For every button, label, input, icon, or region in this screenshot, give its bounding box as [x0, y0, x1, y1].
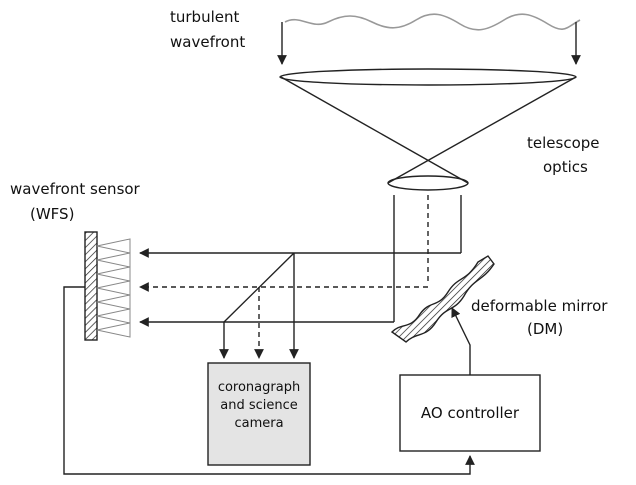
wfs-plate: [84, 231, 98, 341]
label-dm-line1: deformable mirror: [471, 297, 608, 315]
label-camera-line1: coronagraph: [218, 380, 300, 395]
wfs-lenslet-array: [96, 238, 131, 338]
label-optics: optics: [543, 158, 588, 176]
label-ao-controller: AO controller: [421, 404, 520, 422]
deformable-mirror: [390, 255, 495, 343]
label-wfs-line1: wavefront sensor: [10, 180, 141, 198]
label-camera-line2: and science: [220, 398, 298, 413]
label-wfs-line2: (WFS): [30, 205, 74, 223]
label-wavefront: wavefront: [170, 33, 245, 51]
secondary-lens: [387, 175, 469, 191]
label-telescope: telescope: [527, 134, 600, 152]
light-cone-left: [280, 76, 469, 184]
controller-to-dm-arrow: [451, 307, 471, 375]
label-dm-line2: (DM): [527, 320, 563, 338]
light-cone-right: [387, 76, 577, 184]
primary-lens: [279, 68, 577, 86]
camera-box: [207, 362, 311, 466]
turbulent-wavefront-curve: [284, 13, 581, 31]
wfs-to-controller-feedback-arrow: [63, 286, 475, 475]
label-turbulent: turbulent: [170, 8, 239, 26]
label-camera-line3: camera: [234, 416, 283, 431]
